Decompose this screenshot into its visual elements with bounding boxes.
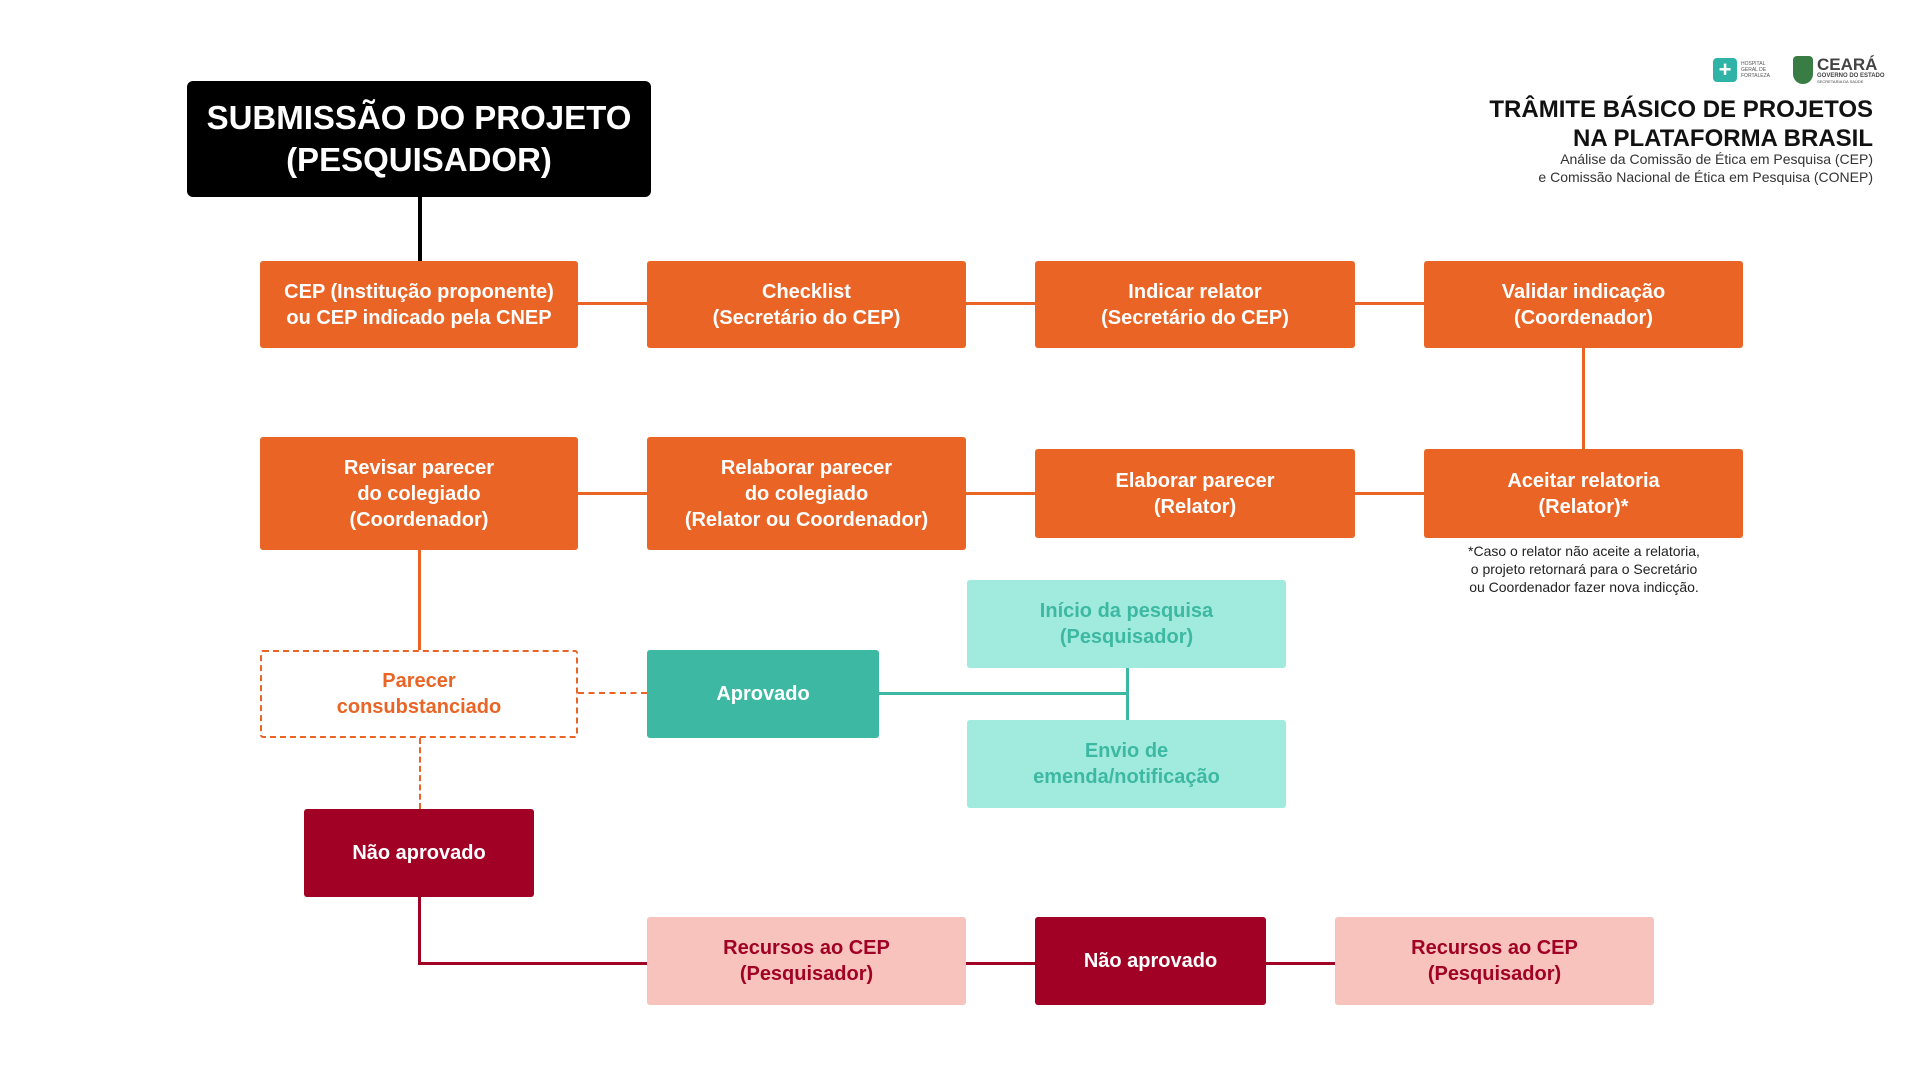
- status-nao-aprovado-2: Não aprovado: [1035, 917, 1266, 1005]
- ceara-logo-sub: GOVERNO DO ESTADO: [1817, 73, 1885, 79]
- status-aprovado: Aprovado: [647, 650, 879, 738]
- step-relaborar-parecer: Relaborar parecer do colegiado (Relator …: [647, 437, 966, 550]
- connector: [1582, 348, 1585, 449]
- step-aceitar-relatoria: Aceitar relatoria (Relator)*: [1424, 449, 1743, 538]
- connector: [418, 550, 421, 650]
- connector: [578, 692, 647, 694]
- connector: [419, 738, 421, 809]
- connector: [418, 197, 422, 261]
- ceara-logo-sub2: SECRETARIA DA SAÚDE: [1817, 79, 1864, 84]
- step-parecer-consubstanciado: Parecer consubstanciado: [260, 650, 578, 738]
- subtitle-1: Análise da Comissão de Ética em Pesquisa…: [1560, 151, 1873, 167]
- step-recursos-cep-1: Recursos ao CEP (Pesquisador): [647, 917, 966, 1005]
- subtitle-2: e Comissão Nacional de Ética em Pesquisa…: [1538, 169, 1873, 185]
- connector: [578, 492, 1424, 495]
- hospital-logo-icon: +: [1713, 58, 1737, 82]
- ceara-logo-text: CEARÁ: [1817, 55, 1878, 74]
- logos: + HOSPITAL GERAL DE FORTALEZA CEARÁ GOVE…: [1713, 56, 1885, 84]
- status-nao-aprovado-1: Não aprovado: [304, 809, 534, 897]
- step-recursos-cep-2: Recursos ao CEP (Pesquisador): [1335, 917, 1654, 1005]
- connector: [879, 692, 1127, 695]
- step-validar-indicacao: Validar indicação (Coordenador): [1424, 261, 1743, 348]
- step-revisar-parecer: Revisar parecer do colegiado (Coordenado…: [260, 437, 578, 550]
- submission-header: SUBMISSÃO DO PROJETO (PESQUISADOR): [187, 81, 651, 197]
- hospital-logo-text: HOSPITAL GERAL DE FORTALEZA: [1741, 61, 1770, 79]
- connector: [1126, 668, 1129, 720]
- footnote: *Caso o relator não aceite a relatoria, …: [1468, 543, 1700, 595]
- step-elaborar-parecer: Elaborar parecer (Relator): [1035, 449, 1355, 538]
- step-indicar-relator: Indicar relator (Secretário do CEP): [1035, 261, 1355, 348]
- step-inicio-pesquisa: Início da pesquisa (Pesquisador): [967, 580, 1286, 668]
- connector: [418, 897, 421, 965]
- step-checklist: Checklist (Secretário do CEP): [647, 261, 966, 348]
- step-cep: CEP (Institução proponente) ou CEP indic…: [260, 261, 578, 348]
- ceara-crest-icon: [1793, 56, 1813, 84]
- title-line-1: TRÂMITE BÁSICO DE PROJETOS: [1489, 96, 1873, 123]
- title-line-2: NA PLATAFORMA BRASIL: [1573, 125, 1873, 152]
- step-envio-emenda: Envio de emenda/notificação: [967, 720, 1286, 808]
